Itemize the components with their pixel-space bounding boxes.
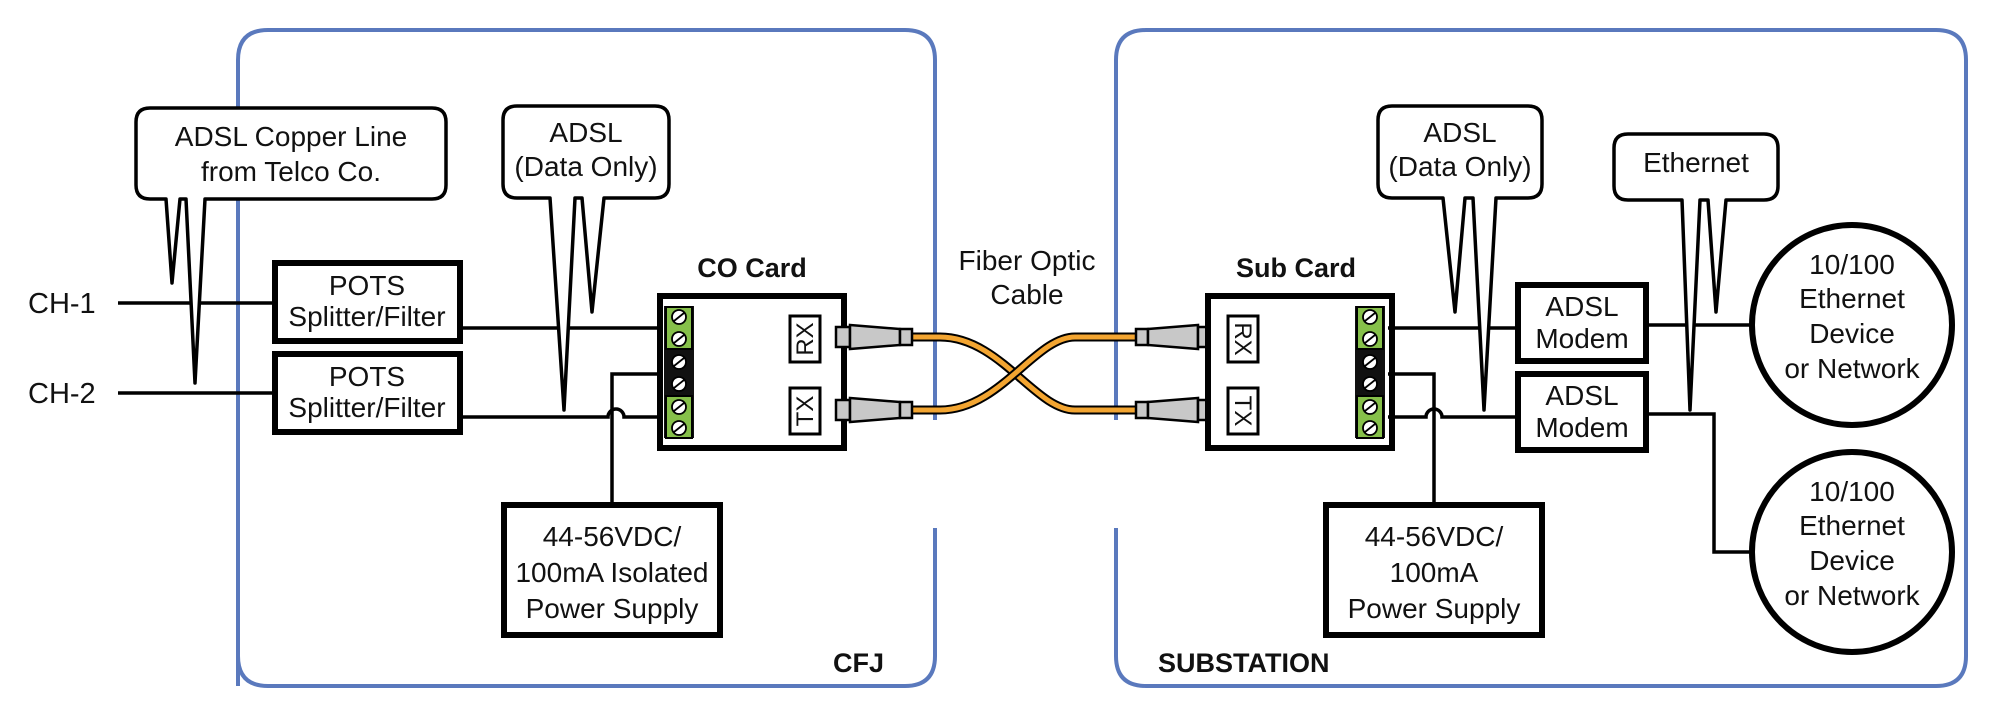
ethernet-callout-label: Ethernet: [1643, 147, 1749, 178]
pots-filter-ch1-line1: POTS: [329, 270, 405, 301]
copper-line-callout: ADSL Copper Line from Telco Co.: [134, 106, 448, 385]
adsl-callout-right-line2: (Data Only): [1388, 151, 1531, 182]
co-card: CO Card RX TX: [657, 253, 847, 451]
sub-tx-label: TX: [1229, 396, 1256, 427]
cfj-region-label: CFJ: [833, 648, 884, 678]
power-right-line3: Power Supply: [1348, 593, 1521, 624]
filter2-to-co-wire: [460, 407, 664, 419]
fiber-label-line1: Fiber Optic: [959, 245, 1096, 276]
ethernet-device-1: 10/100 Ethernet Device or Network: [1749, 222, 1955, 428]
sub-card: Sub Card RX TX: [1205, 253, 1395, 451]
sub-to-modem2-wire: [1388, 407, 1518, 419]
device1-line3: Device: [1809, 318, 1895, 349]
power-right-line2: 100mA: [1390, 557, 1479, 588]
device2-line4: or Network: [1784, 580, 1920, 611]
adsl-callout-left: ADSL (Data Only): [501, 104, 671, 412]
adsl-callout-right: ADSL (Data Only): [1376, 104, 1544, 412]
substation-region-label: SUBSTATION: [1158, 648, 1330, 678]
power-left-wire: [610, 372, 664, 505]
copper-line-callout-line2: from Telco Co.: [201, 156, 381, 187]
co-fiber-connectors: [834, 323, 914, 424]
ethernet-callout: Ethernet: [1612, 132, 1780, 412]
pots-filter-ch1-line2: Splitter/Filter: [288, 301, 445, 332]
power-right-line1: 44-56VDC/: [1365, 521, 1504, 552]
co-card-title: CO Card: [697, 253, 807, 283]
modem2-to-device2-wire: [1646, 412, 1752, 554]
fiber-label-line2: Cable: [990, 279, 1063, 310]
power-supply-right: 44-56VDC/ 100mA Power Supply: [1323, 502, 1545, 638]
device1-line2: Ethernet: [1799, 283, 1905, 314]
ethernet-device-2: 10/100 Ethernet Device or Network: [1749, 449, 1955, 655]
sub-fiber-connectors: [1134, 323, 1214, 424]
power-left-line2: 100mA Isolated: [515, 557, 708, 588]
device1-line1: 10/100: [1809, 249, 1895, 280]
pots-filter-ch2: POTS Splitter/Filter: [272, 351, 463, 435]
adsl-callout-left-line2: (Data Only): [514, 151, 657, 182]
adsl-callout-right-line1: ADSL: [1423, 117, 1496, 148]
copper-line-callout-line1: ADSL Copper Line: [175, 121, 407, 152]
modem1-line2: Modem: [1535, 323, 1628, 354]
device2-line2: Ethernet: [1799, 510, 1905, 541]
power-supply-left: 44-56VDC/ 100mA Isolated Power Supply: [501, 502, 723, 638]
sub-card-title: Sub Card: [1236, 253, 1356, 283]
pots-filter-ch1: POTS Splitter/Filter: [272, 260, 463, 344]
co-rx-label: RX: [792, 322, 819, 355]
device2-line3: Device: [1809, 545, 1895, 576]
co-rx-port: [788, 314, 822, 364]
pots-filter-ch2-line2: Splitter/Filter: [288, 392, 445, 423]
adsl-modem-1: ADSL Modem: [1515, 282, 1649, 364]
modem2-line1: ADSL: [1545, 380, 1618, 411]
pots-filter-ch2-line1: POTS: [329, 361, 405, 392]
power-left-line3: Power Supply: [526, 593, 699, 624]
co-tx-label: TX: [792, 396, 819, 427]
substation-region-border: [1114, 28, 1968, 688]
power-right-wire: [1388, 372, 1436, 505]
fiber-optic-cable: [912, 332, 1136, 415]
sub-tx-port: [1226, 386, 1260, 436]
modem2-line2: Modem: [1535, 412, 1628, 443]
channel-2-label: CH-2: [28, 378, 96, 410]
power-left-line1: 44-56VDC/: [543, 521, 682, 552]
cfj-region-border: [236, 28, 937, 688]
sub-rx-label: RX: [1229, 322, 1256, 355]
adsl-modem-2: ADSL Modem: [1515, 371, 1649, 453]
channel-1-label: CH-1: [28, 288, 96, 320]
device2-line1: 10/100: [1809, 476, 1895, 507]
adsl-callout-left-line1: ADSL: [549, 117, 622, 148]
modem1-line1: ADSL: [1545, 291, 1618, 322]
device1-line4: or Network: [1784, 353, 1920, 384]
co-tx-port: [788, 386, 822, 436]
sub-rx-port: [1226, 314, 1260, 364]
